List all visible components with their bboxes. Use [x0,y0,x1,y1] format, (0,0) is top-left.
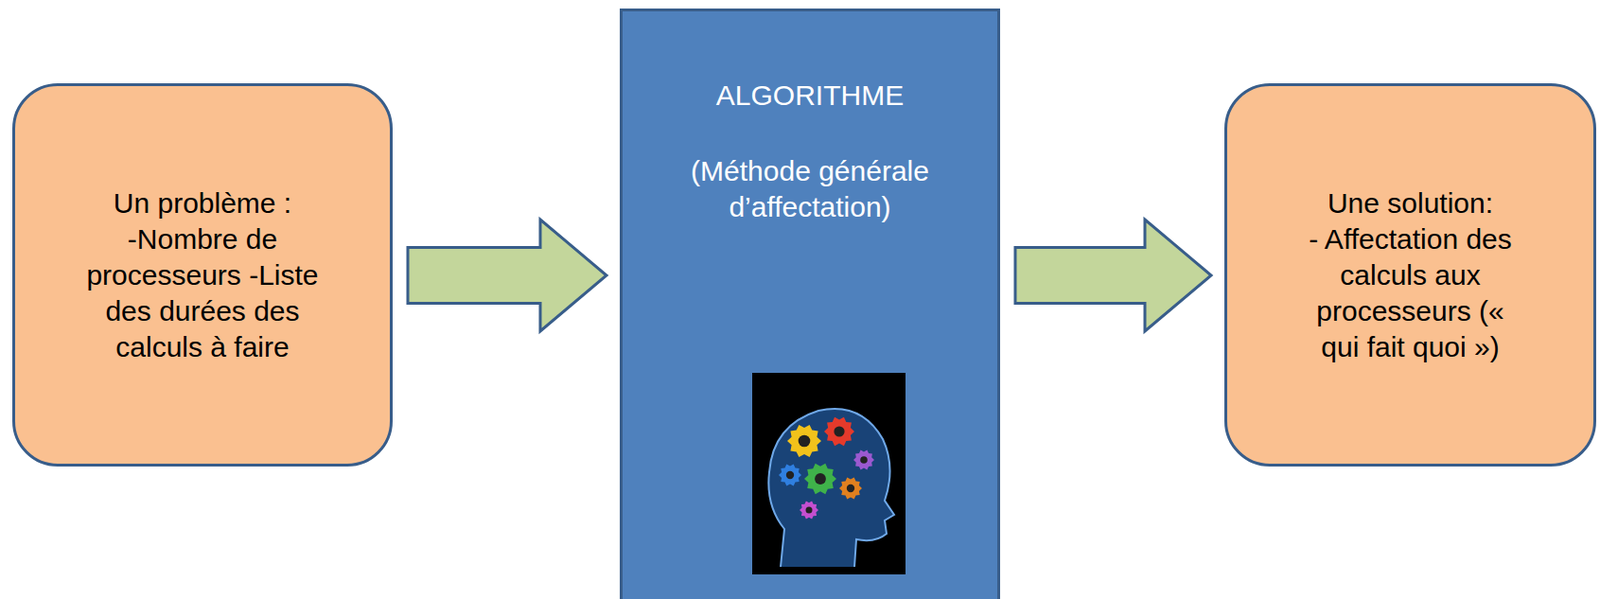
algorithm-box: ALGORITHME (Méthode générale d’affectatio… [619,8,1001,599]
node-heading: Un problème : [113,185,292,222]
problem-box: Un problème :-Nombre de processeurs -Lis… [12,83,393,467]
solution-box: Une solution:- Affectation des calculs a… [1224,83,1597,467]
block-arrow [407,219,607,332]
node-body: -Nombre de processeurs -Liste des durées… [84,221,321,366]
node-heading: ALGORITHME [668,77,952,114]
node-body: - Affectation des calculs aux processeur… [1299,221,1522,366]
brain-gears-picture [752,372,906,575]
block-arrow [1015,219,1212,332]
node-heading: Une solution: [1327,185,1494,222]
node-body: (Méthode générale d’affectation) [668,153,952,226]
